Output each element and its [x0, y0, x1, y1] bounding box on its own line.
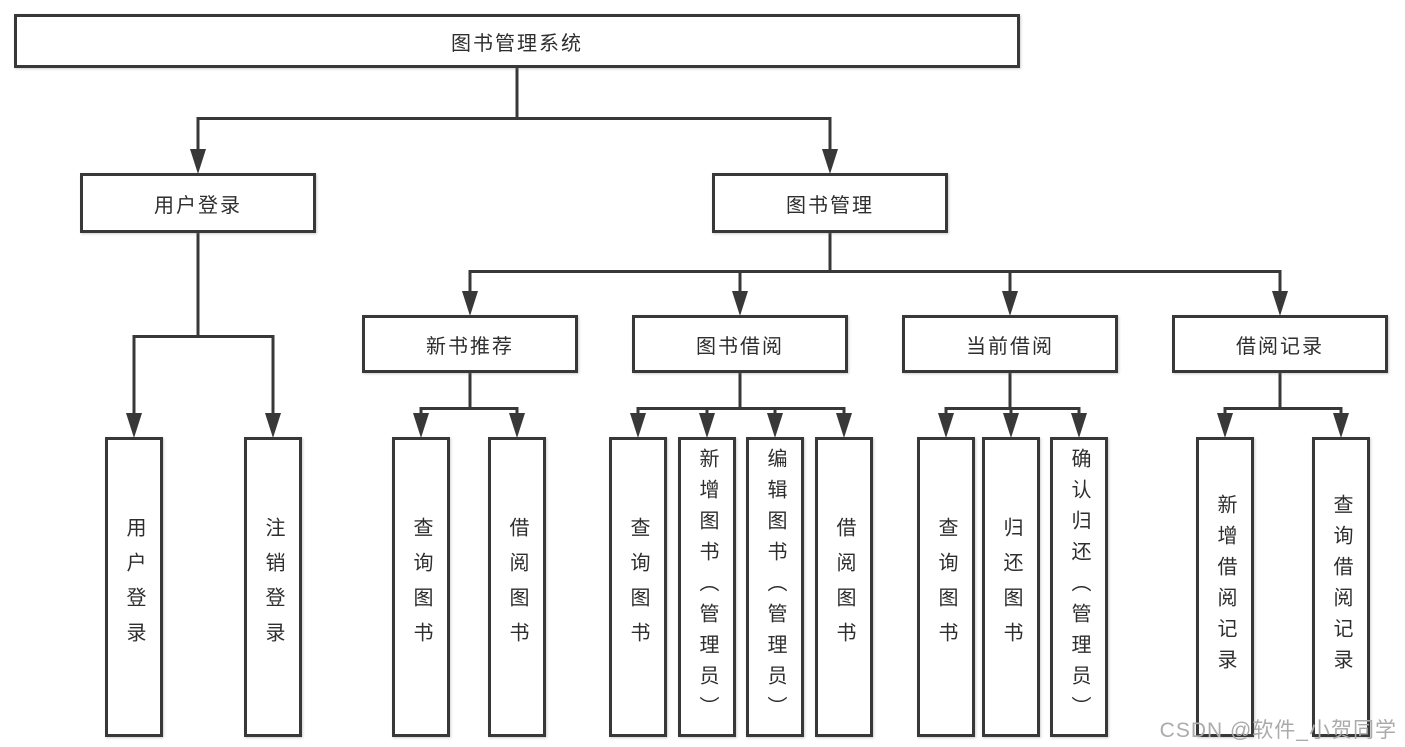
node-library-management-system: 图书管理系统	[14, 14, 1020, 68]
node-label: 确认归还（管理员）	[1068, 447, 1090, 727]
node-book-borrowing: 图书借阅	[632, 315, 848, 373]
node-label: 借阅图书	[833, 517, 855, 657]
node-label: 用户登录	[154, 194, 242, 217]
leaf-user-login: 用户登录	[105, 437, 163, 737]
node-label: 查询图书	[410, 517, 432, 657]
node-book-management: 图书管理	[712, 173, 948, 233]
node-label: 借阅图书	[506, 517, 528, 657]
node-label: 新增图书（管理员）	[696, 447, 718, 727]
node-label: 注销登录	[262, 517, 284, 657]
leaf-return-books: 归还图书	[982, 437, 1040, 737]
leaf-borrow-books-recommend: 借阅图书	[488, 437, 546, 737]
node-label: 图书管理系统	[451, 32, 583, 55]
node-label: 归还图书	[1000, 517, 1022, 657]
node-label: 用户登录	[123, 517, 145, 657]
leaf-borrow-books: 借阅图书	[815, 437, 873, 737]
node-label: 新增借阅记录	[1214, 494, 1236, 680]
leaf-add-borrow-record: 新增借阅记录	[1196, 437, 1254, 737]
node-label: 查询图书	[627, 517, 649, 657]
watermark: CSDN @软件_小贺同学	[1159, 719, 1397, 742]
node-new-book-recommend: 新书推荐	[362, 315, 578, 373]
node-label: 查询图书	[935, 517, 957, 657]
node-label: 借阅记录	[1236, 335, 1324, 358]
node-label: 图书借阅	[696, 335, 784, 358]
node-label: 图书管理	[786, 194, 874, 217]
node-label: 新书推荐	[426, 335, 514, 358]
leaf-logout: 注销登录	[244, 437, 302, 737]
node-current-borrowing: 当前借阅	[902, 315, 1118, 373]
leaf-query-books-borrowing: 查询图书	[609, 437, 667, 737]
leaf-edit-books-admin: 编辑图书（管理员）	[746, 437, 804, 737]
node-label: 查询借阅记录	[1330, 494, 1352, 680]
node-label: 编辑图书（管理员）	[764, 447, 786, 727]
leaf-confirm-return-admin: 确认归还（管理员）	[1050, 437, 1108, 737]
node-user-login: 用户登录	[80, 173, 316, 233]
leaf-query-books-recommend: 查询图书	[392, 437, 450, 737]
node-borrowing-records: 借阅记录	[1172, 315, 1388, 373]
leaf-query-borrow-record: 查询借阅记录	[1312, 437, 1370, 737]
node-label: 当前借阅	[966, 335, 1054, 358]
leaf-query-books-current: 查询图书	[917, 437, 975, 737]
leaf-add-books-admin: 新增图书（管理员）	[678, 437, 736, 737]
